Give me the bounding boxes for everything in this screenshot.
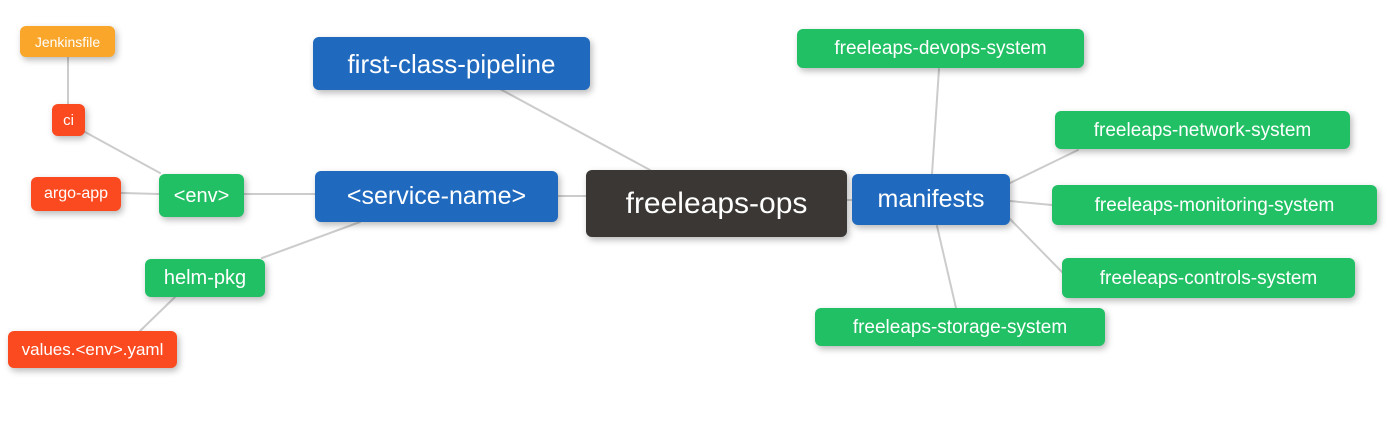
node-freeleaps-devops-system[interactable]: freeleaps-devops-system [797, 29, 1084, 68]
node-values-env-yaml[interactable]: values.<env>.yaml [8, 331, 177, 368]
node-service-name[interactable]: <service-name> [315, 171, 558, 222]
node-first-class-pipeline[interactable]: first-class-pipeline [313, 37, 590, 90]
node-jenkinsfile[interactable]: Jenkinsfile [20, 26, 115, 57]
edge-manifests-storage [936, 225, 957, 309]
edge-manifests-controls [1009, 218, 1063, 273]
node-env[interactable]: <env> [159, 174, 244, 217]
edge-manifests-network [1009, 149, 1079, 184]
node-manifests[interactable]: manifests [852, 174, 1010, 225]
node-ci[interactable]: ci [52, 104, 85, 136]
node-argo-app[interactable]: argo-app [31, 177, 121, 211]
node-freeleaps-storage-system[interactable]: freeleaps-storage-system [815, 308, 1105, 346]
node-freeleaps-monitoring-system[interactable]: freeleaps-monitoring-system [1052, 185, 1377, 225]
edge-argo-app-env [120, 192, 160, 195]
edge-ci-env [84, 131, 161, 174]
node-helm-pkg[interactable]: helm-pkg [145, 259, 265, 297]
edge-pipeline-root [499, 88, 651, 171]
edge-manifests-monitoring [1009, 200, 1053, 206]
edge-service-name-helm-pkg [261, 221, 361, 259]
node-freeleaps-network-system[interactable]: freeleaps-network-system [1055, 111, 1350, 149]
node-freeleaps-controls-system[interactable]: freeleaps-controls-system [1062, 258, 1355, 298]
node-freeleaps-ops-root[interactable]: freeleaps-ops [586, 170, 847, 237]
edge-helm-pkg-values [139, 296, 176, 332]
edge-manifests-devops [931, 68, 940, 175]
